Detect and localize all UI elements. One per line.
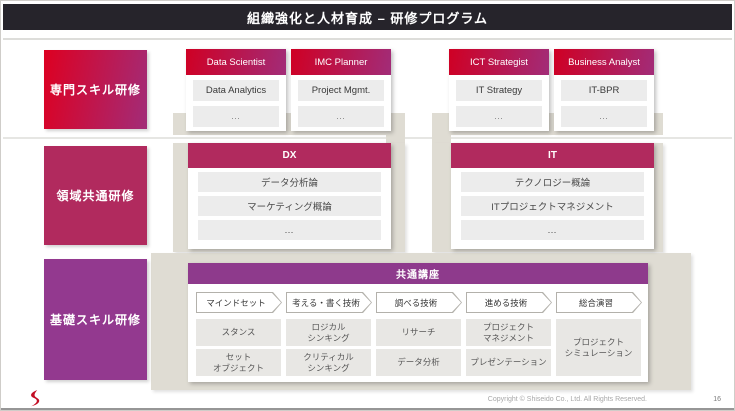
card-item: IT Strategy [456,80,542,101]
card-item: ITプロジェクトマネジメント [461,196,644,216]
card-business-analyst: Business Analyst IT-BPR … [554,49,654,131]
card-item-ellipsis: … [461,220,644,240]
panel-bridge-left [386,134,405,144]
card-item-ellipsis: … [198,220,381,240]
chevron-tab-label: 調べる技術 [377,293,461,312]
card-it: IT テクノロジー概論 ITプロジェクトマネジメント … [451,143,654,249]
chevron-tab-research-skill: 調べる技術 [376,292,462,313]
panel-bridge-right [432,134,451,144]
common-courses-title: 共通講座 [188,263,648,284]
card-title: IMC Planner [291,49,391,75]
chevron-tab-label: マインドセット [197,293,281,312]
sidebar-basic-skill-box: 基礎スキル研修 [44,259,147,380]
card-imc-planner: IMC Planner Project Mgmt. … [291,49,391,131]
card-title: DX [188,143,391,168]
card-item-ellipsis: … [193,106,279,127]
card-item: マーケティング概論 [198,196,381,216]
chevron-tab-think-write: 考える・書く技術 [286,292,372,313]
sidebar-specialized-skill-label: 専門スキル研修 [49,83,141,97]
chevron-tab-advance-skill: 進める技術 [466,292,552,313]
grid-cell: ロジカル シンキング [286,319,371,346]
sidebar-domain-common-label: 領域共通研修 [56,189,135,203]
card-ict-strategist: ICT Strategist IT Strategy … [449,49,549,131]
card-title: IT [451,143,654,168]
page-number: 16 [713,396,721,403]
card-title: Data Scientist [186,49,286,75]
divider-line-middle [3,137,732,139]
card-item-ellipsis: … [561,106,647,127]
card-title: ICT Strategist [449,49,549,75]
card-item-ellipsis: … [298,106,384,127]
shiseido-logo-icon [28,390,42,407]
grid-cell: セット オブジェクト [196,349,281,376]
card-dx: DX データ分析論 マーケティング概論 … [188,143,391,249]
card-item: Project Mgmt. [298,80,384,101]
card-common-courses: 共通講座 マインドセット 考える・書く技術 調べる技術 進める技術 総合演習 ス… [188,263,648,382]
chevron-tab-label: 総合演習 [557,293,641,312]
card-item-ellipsis: … [456,106,542,127]
card-item: IT-BPR [561,80,647,101]
slide-title: 組織強化と人材育成 – 研修プログラム [246,10,489,26]
grid-cell-spanning: プロジェクト シミュレーション [556,319,641,376]
chevron-tab-mindset: マインドセット [196,292,282,313]
grid-cell: プロジェクト マネジメント [466,319,551,346]
sidebar-basic-skill-label: 基礎スキル研修 [49,313,141,327]
chevron-tab-label: 考える・書く技術 [287,293,371,312]
grid-cell: プレゼンテーション [466,349,551,376]
grid-cell: スタンス [196,319,281,346]
grid-cell: リサーチ [376,319,461,346]
card-title: Business Analyst [554,49,654,75]
sidebar-domain-common-box: 領域共通研修 [44,146,147,245]
chevron-tab-label: 進める技術 [467,293,551,312]
divider-line-top [3,38,732,40]
card-data-scientist: Data Scientist Data Analytics … [186,49,286,131]
copyright-text: Copyright © Shiseido Co., Ltd. All Right… [487,396,647,403]
title-bar: 組織強化と人材育成 – 研修プログラム [3,4,732,30]
card-item: データ分析論 [198,172,381,192]
card-item: Data Analytics [193,80,279,101]
footer-border-line [1,408,734,410]
grid-cell: データ分析 [376,349,461,376]
grid-cell: クリティカル シンキング [286,349,371,376]
chevron-tab-综合-exercise: 総合演習 [556,292,642,313]
sidebar-specialized-skill-box: 専門スキル研修 [44,50,147,129]
card-item: テクノロジー概論 [461,172,644,192]
